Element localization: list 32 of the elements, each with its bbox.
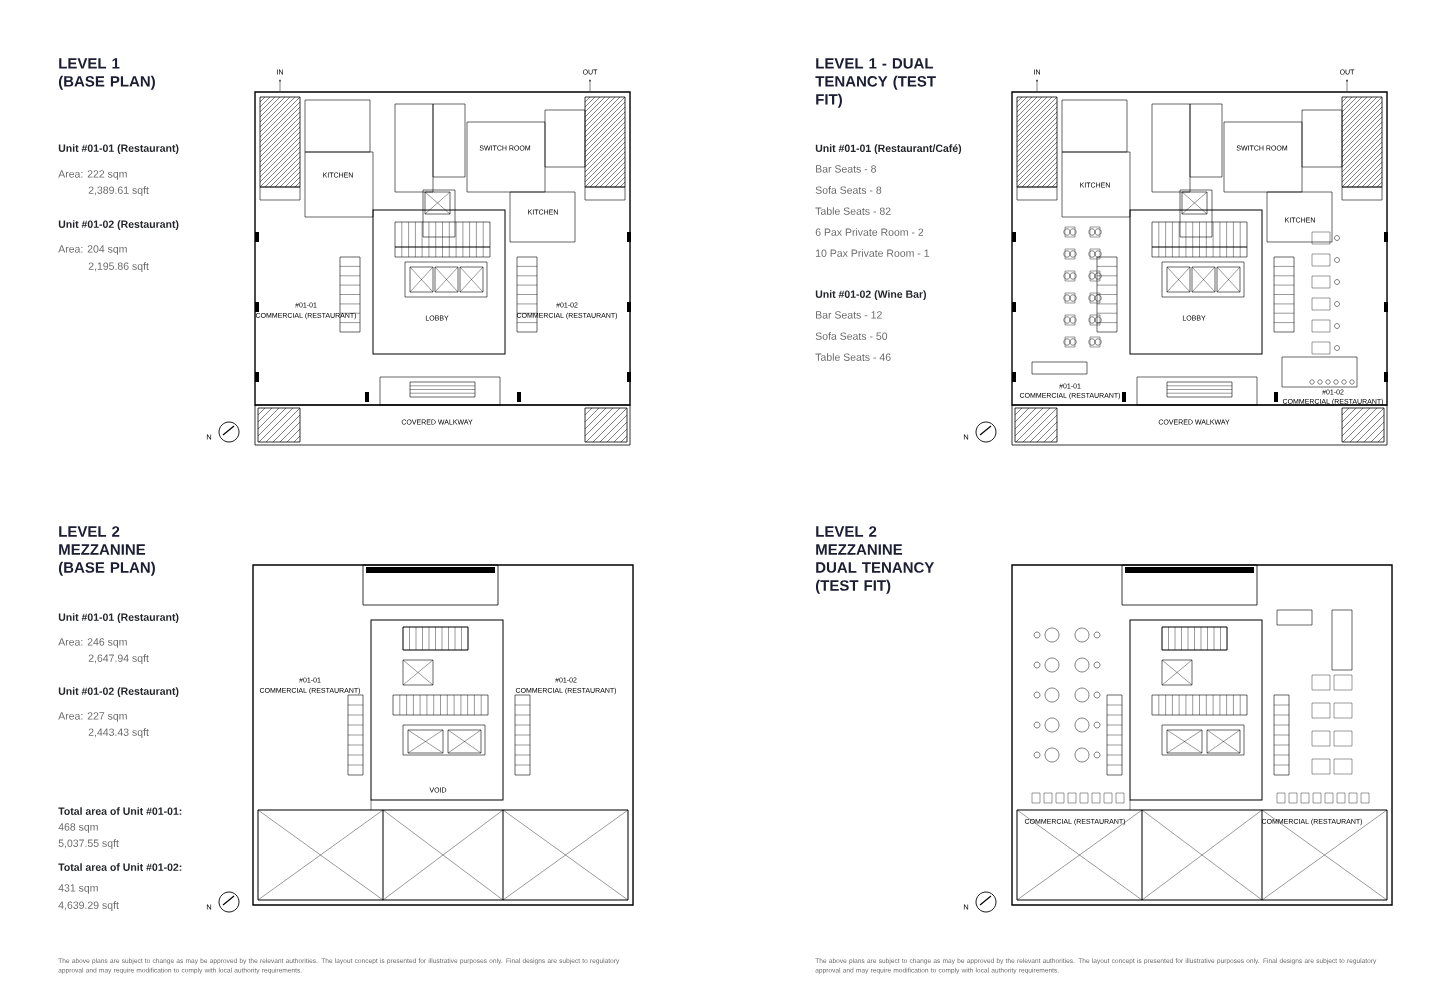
section-heading: LEVEL 1 - DUAL TENANCY (TEST FIT): [815, 58, 936, 108]
unit-name: Unit #01-01 (Restaurant): [58, 613, 179, 623]
unit-detail: Bar Seats - 12: [816, 311, 882, 319]
unit-name: Unit #01-02 (Restaurant): [58, 220, 179, 230]
unit-detail: Area: 246 sqm: [58, 638, 127, 648]
unit-detail: 6 Pax Private Room - 2: [815, 228, 924, 236]
unit-detail: 2,195.86 sqft: [88, 262, 149, 272]
unit-detail: Area: 204 sqm: [58, 245, 127, 255]
unit-name: Unit #01-01 (Restaurant): [58, 144, 179, 154]
unit-detail: 2,389.61 sqft: [88, 186, 149, 196]
unit-name: Total area of Unit #01-01:: [58, 807, 182, 815]
unit-name: Unit #01-02 (Wine Bar): [815, 290, 926, 300]
unit-detail: 2,647.94 sqft: [88, 654, 149, 664]
unit-name: Total area of Unit #01-02:: [58, 863, 182, 871]
unit-detail: Table Seats - 46: [815, 353, 891, 361]
unit-detail: Sofa Seats - 8: [815, 186, 882, 194]
section-heading: LEVEL 2 MEZZANINE (BASE PLAN): [58, 526, 155, 576]
unit-name: Unit #01-01 (Restaurant/Café): [815, 144, 962, 155]
unit-detail: 2,443.43 sqft: [88, 728, 149, 738]
unit-detail: 5,037.55 sqft: [58, 839, 119, 849]
unit-detail: Area: 222 sqm: [58, 170, 127, 180]
unit-detail: 468 sqm: [58, 823, 98, 833]
unit-detail: Sofa Seats - 50: [815, 332, 888, 340]
unit-detail: Table Seats - 82: [815, 207, 891, 215]
section-heading: LEVEL 2 MEZZANINE DUAL TENANCY (TEST FIT): [815, 526, 935, 594]
unit-detail: 10 Pax Private Room - 1: [816, 249, 930, 257]
unit-detail: Area: 227 sqm: [58, 712, 127, 722]
unit-detail: Bar Seats - 8: [816, 165, 876, 173]
unit-detail: 4,639.29 sqft: [58, 901, 119, 911]
unit-detail: 431 sqm: [58, 884, 98, 894]
unit-name: Unit #01-02 (Restaurant): [58, 687, 179, 697]
section-heading: LEVEL 1 (BASE PLAN): [58, 58, 155, 90]
